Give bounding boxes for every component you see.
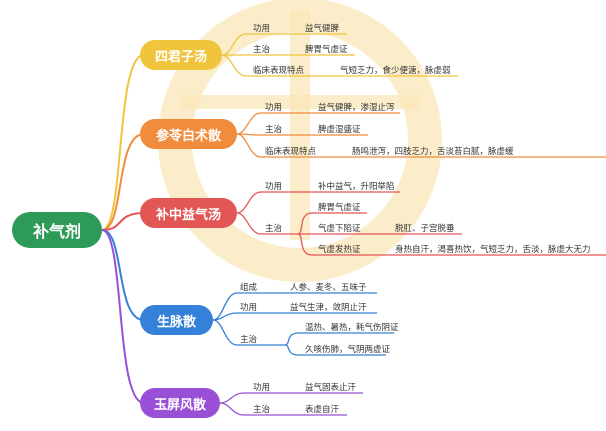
branch-node-3[interactable]: 补中益气汤 [140, 198, 237, 228]
item-label: 主治 [253, 405, 271, 415]
item-label: 功用 [265, 103, 283, 113]
item-label: 组成 [240, 283, 258, 293]
branch-node-4[interactable]: 生脉散 [140, 305, 213, 335]
root-node[interactable]: 补气剂 [12, 212, 102, 248]
item-value: 益气生津，敛阴止汗 [290, 303, 367, 313]
item-label: 主治 [253, 45, 271, 55]
item-connector [212, 312, 377, 321]
item-value: 益气固表止汗 [305, 383, 357, 393]
sub-label: 气虚下陷证 [318, 224, 361, 234]
item-value: 补中益气，升阳举陷 [318, 182, 395, 192]
branch-connector [101, 229, 145, 321]
sub-value: 身热自汗，渴喜热饮，气短乏力，舌淡，脉虚大无力 [395, 245, 591, 255]
branch-node-1[interactable]: 四君子汤 [140, 40, 222, 70]
sub-connector [284, 332, 394, 346]
sub-label: 久咳伤肺，气阴两虚证 [305, 345, 391, 355]
sub-label: 脾胃气虚证 [318, 203, 361, 213]
item-label: 功用 [240, 303, 258, 313]
item-value: 肠鸣泄泻，四肢乏力，舌淡苔白腻，脉虚缓 [352, 147, 514, 157]
item-connector [236, 191, 400, 214]
branch-connector [101, 54, 145, 231]
item-connector [221, 54, 458, 77]
item-value: 脾虚湿盛证 [318, 125, 361, 135]
item-label: 主治 [265, 125, 283, 135]
item-value: 表虚自汗 [305, 405, 340, 415]
item-label: 主治 [265, 224, 283, 234]
sub-connector [297, 233, 606, 256]
branch-connector [101, 133, 145, 231]
item-label: 临床表现特点 [265, 147, 317, 157]
item-connector [221, 33, 347, 56]
item-connector [219, 402, 347, 416]
item-connector [212, 319, 285, 346]
item-label: 临床表现特点 [253, 66, 305, 76]
item-value: 人参、麦冬、五味子 [290, 283, 367, 293]
branch-node-2[interactable]: 参苓白术散 [140, 119, 237, 149]
sub-connector [297, 212, 367, 235]
item-label: 功用 [253, 383, 271, 393]
sub-connector [284, 344, 386, 356]
item-label: 功用 [265, 182, 283, 192]
sub-label: 气虚发热证 [318, 245, 361, 255]
item-label: 功用 [253, 24, 271, 34]
item-value: 益气健脾，渗湿止泻 [318, 103, 395, 113]
item-connector [236, 133, 606, 158]
item-connector [236, 112, 400, 135]
sub-value: 脱肛、子宫脱垂 [395, 224, 455, 234]
item-connector [236, 212, 298, 235]
item-value: 气短乏力，食少便溏，脉虚弱 [340, 66, 451, 76]
item-value: 益气健脾 [305, 24, 340, 34]
branch-node-5[interactable]: 玉屏风散 [140, 388, 220, 418]
item-connector [219, 392, 363, 404]
item-connector [212, 292, 377, 321]
sub-label: 温热、暑热，耗气伤阴证 [305, 323, 399, 333]
branch-connector [101, 212, 145, 231]
branch-connector [101, 229, 145, 404]
item-value: 脾胃气虚证 [305, 45, 348, 55]
item-label: 主治 [240, 335, 258, 345]
